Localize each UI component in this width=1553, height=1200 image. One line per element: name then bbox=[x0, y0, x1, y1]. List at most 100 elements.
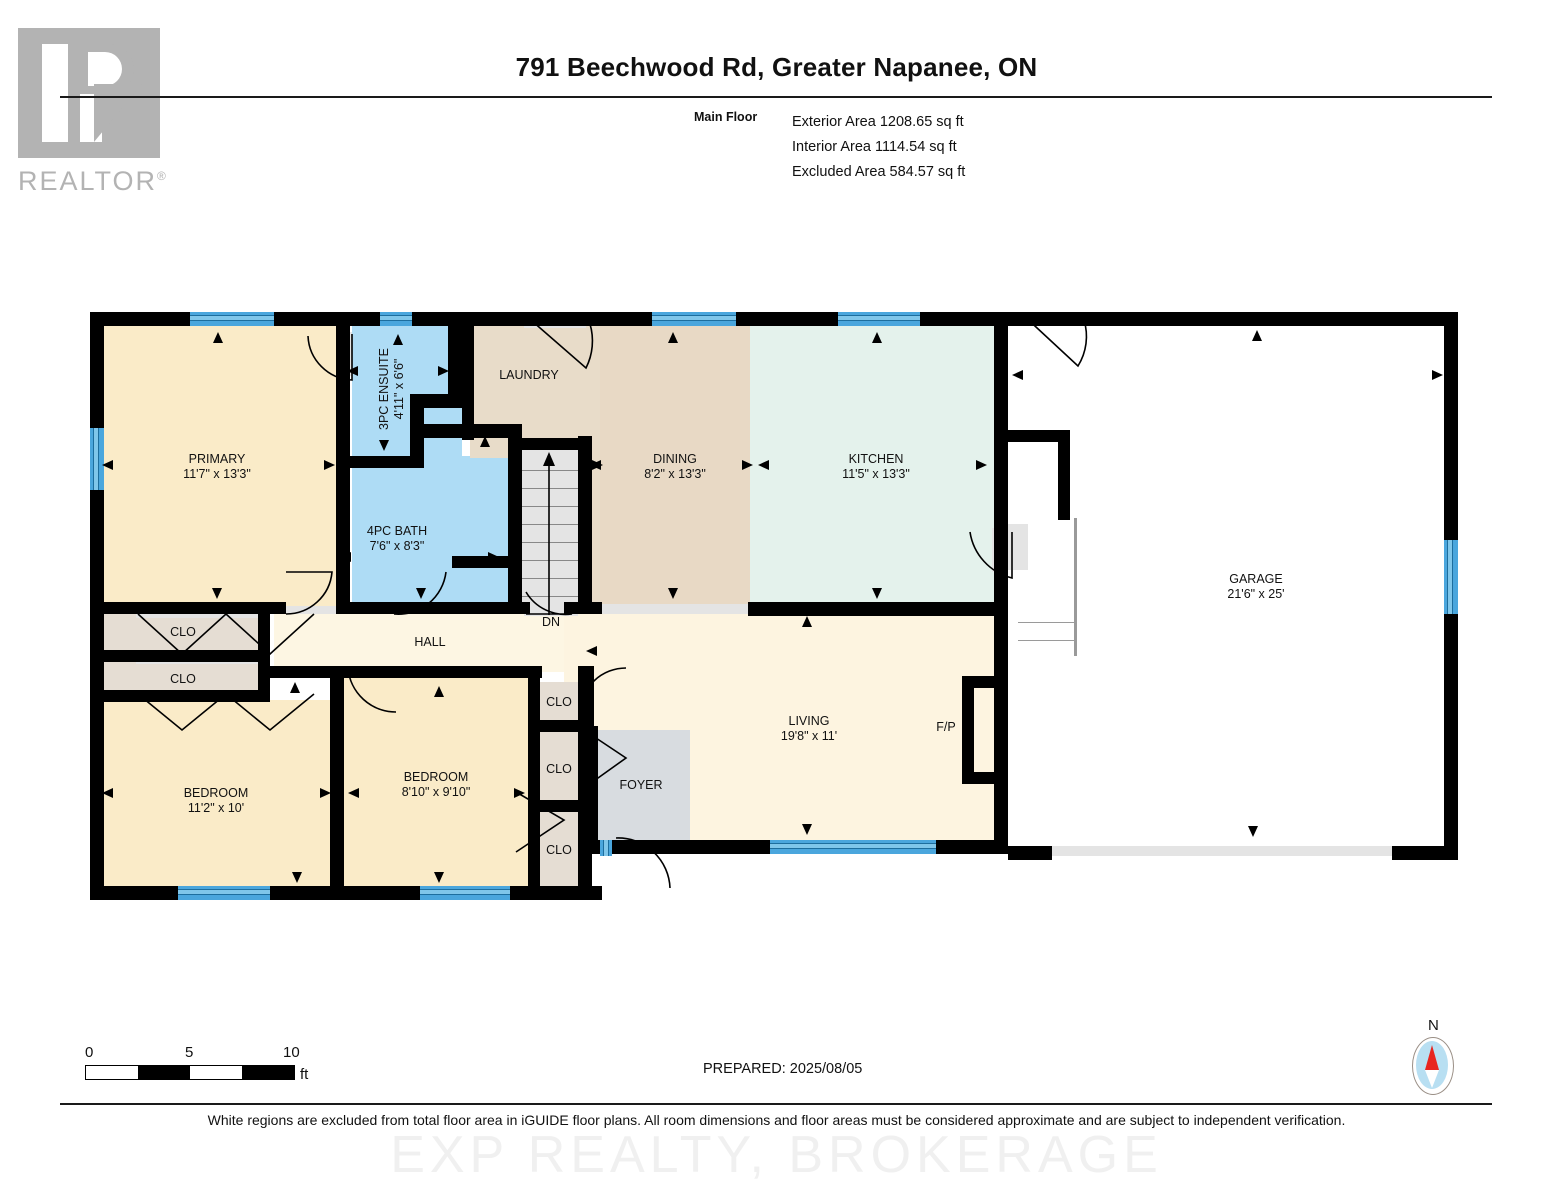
window-bedroom2-bottom bbox=[420, 886, 510, 900]
view-arrow bbox=[438, 366, 449, 376]
label-hall-name: HALL bbox=[414, 635, 446, 649]
window-living-bottom bbox=[770, 840, 936, 854]
wall-stair-bottom bbox=[508, 602, 530, 614]
realtor-registered-icon: ® bbox=[157, 169, 168, 183]
label-closet-2: CLO bbox=[135, 672, 231, 687]
label-bedroom-1-dim: 11'2" x 10' bbox=[187, 801, 245, 815]
wall-clo-bottom bbox=[528, 886, 590, 900]
wall-garage-bottom-left bbox=[1008, 846, 1052, 860]
label-4pc-bath: 4PC BATH 7'6" x 8'3" bbox=[332, 524, 462, 554]
wall-bath-nib bbox=[452, 556, 510, 568]
view-arrow bbox=[872, 332, 882, 343]
garage-step bbox=[1018, 622, 1076, 624]
threshold-garage-door bbox=[1050, 846, 1394, 856]
garage-step-rail bbox=[1074, 518, 1077, 656]
window-primary-top bbox=[190, 312, 274, 326]
view-arrow bbox=[102, 788, 113, 798]
interior-area: Interior Area 1114.54 sq ft bbox=[792, 139, 957, 155]
wall-bedroom2-left bbox=[330, 666, 344, 900]
label-living-dim: 19'8" x 11' bbox=[780, 729, 838, 743]
label-3pc-ensuite: 3PC ENSUITE 4'11" x 6'6" bbox=[377, 314, 407, 464]
closet-hall-2 bbox=[536, 730, 582, 802]
label-4pc-bath-dim: 7'6" x 8'3" bbox=[369, 539, 425, 553]
wall-garage-alcove-right bbox=[1058, 430, 1070, 520]
compass-ring bbox=[1412, 1037, 1454, 1095]
scale-zero: 0 bbox=[85, 1044, 94, 1061]
room-primary bbox=[98, 318, 336, 613]
window-dining-top bbox=[652, 312, 736, 326]
view-arrow bbox=[102, 460, 113, 470]
label-stairs-down-text: DN bbox=[541, 615, 561, 629]
compass-south-needle-icon bbox=[1425, 1070, 1439, 1088]
page-title: 791 Beechwood Rd, Greater Napanee, ON bbox=[515, 52, 1038, 82]
wall-garage-alcove-top bbox=[1008, 430, 1070, 442]
view-arrow bbox=[590, 460, 601, 470]
wall-laundry-right bbox=[578, 436, 592, 614]
window-primary-left bbox=[90, 428, 104, 490]
label-closet-3: CLO bbox=[531, 695, 587, 710]
scale-unit: ft bbox=[300, 1066, 309, 1083]
view-arrow bbox=[668, 332, 678, 343]
threshold-dining-bottom bbox=[598, 604, 750, 614]
view-arrow bbox=[668, 588, 678, 599]
stair-tread bbox=[522, 470, 580, 472]
room-bedroom-1 bbox=[98, 700, 334, 896]
wall-stair-top bbox=[508, 438, 592, 450]
view-arrow bbox=[212, 588, 222, 599]
label-closet-1-name: CLO bbox=[170, 625, 196, 639]
label-closet-1: CLO bbox=[135, 625, 231, 640]
view-arrow bbox=[1248, 826, 1258, 837]
disclaimer-text: White regions are excluded from total fl… bbox=[207, 1112, 1346, 1128]
title-divider bbox=[60, 96, 1492, 98]
view-arrow bbox=[379, 440, 389, 451]
wall-kitchen-bottom bbox=[748, 602, 998, 616]
label-garage-name: GARAGE bbox=[1229, 572, 1283, 586]
label-4pc-bath-name: 4PC BATH bbox=[366, 524, 428, 538]
wall-laundry-left bbox=[462, 312, 474, 440]
prepared-date: PREPARED: 2025/08/05 bbox=[703, 1061, 863, 1077]
wall-ensuite-bottom-b bbox=[336, 456, 424, 468]
area-summary: Main Floor Exterior Area 1208.65 sq ft I… bbox=[694, 110, 965, 185]
view-arrow bbox=[802, 616, 812, 627]
label-fireplace: F/P bbox=[910, 720, 982, 735]
label-laundry: LAUNDRY bbox=[474, 368, 584, 383]
wall-hall-top-left bbox=[90, 602, 286, 614]
view-arrow bbox=[290, 682, 300, 693]
realtor-logo-bowl-inner bbox=[88, 52, 122, 86]
view-arrow bbox=[480, 436, 490, 447]
view-arrow bbox=[434, 872, 444, 883]
view-arrow bbox=[802, 824, 812, 835]
wall-exterior-bottom-left bbox=[90, 886, 602, 900]
scale-bar bbox=[85, 1065, 295, 1080]
exterior-area: Exterior Area 1208.65 sq ft bbox=[792, 114, 964, 130]
wall-clo-div-1 bbox=[528, 720, 590, 732]
wall-hall-bottom bbox=[258, 666, 340, 678]
stair-tread bbox=[522, 578, 580, 580]
view-arrow bbox=[742, 460, 753, 470]
label-primary-dim: 11'7" x 13'3" bbox=[183, 467, 251, 481]
view-arrow bbox=[1252, 330, 1262, 341]
label-closet-2-name: CLO bbox=[170, 672, 196, 686]
label-kitchen-dim: 11'5" x 13'3" bbox=[842, 467, 910, 481]
view-arrow bbox=[340, 552, 351, 562]
view-arrow bbox=[872, 588, 882, 599]
stair-tread bbox=[522, 524, 580, 526]
view-arrow bbox=[434, 686, 444, 697]
label-dining-name: DINING bbox=[653, 452, 697, 466]
label-living: LIVING 19'8" x 11' bbox=[743, 714, 875, 744]
wall-stair-left bbox=[508, 438, 522, 614]
label-kitchen: KITCHEN 11'5" x 13'3" bbox=[808, 452, 944, 482]
primary-door-strip bbox=[286, 606, 338, 614]
window-bedroom1-bottom bbox=[178, 886, 270, 900]
label-3pc-ensuite-name: 3PC ENSUITE bbox=[377, 348, 391, 430]
label-closet-5: CLO bbox=[531, 843, 587, 858]
window-ensuite-top bbox=[380, 312, 412, 326]
label-dining: DINING 8'2" x 13'3" bbox=[610, 452, 740, 482]
label-bedroom-2-dim: 8'10" x 9'10" bbox=[401, 785, 471, 799]
room-kitchen bbox=[750, 318, 998, 610]
view-arrow bbox=[348, 788, 359, 798]
stair-tread bbox=[522, 560, 580, 562]
wall-bedroom2-top bbox=[330, 666, 542, 678]
room-garage bbox=[1018, 318, 1458, 848]
wall-fireplace-outer bbox=[962, 676, 974, 784]
